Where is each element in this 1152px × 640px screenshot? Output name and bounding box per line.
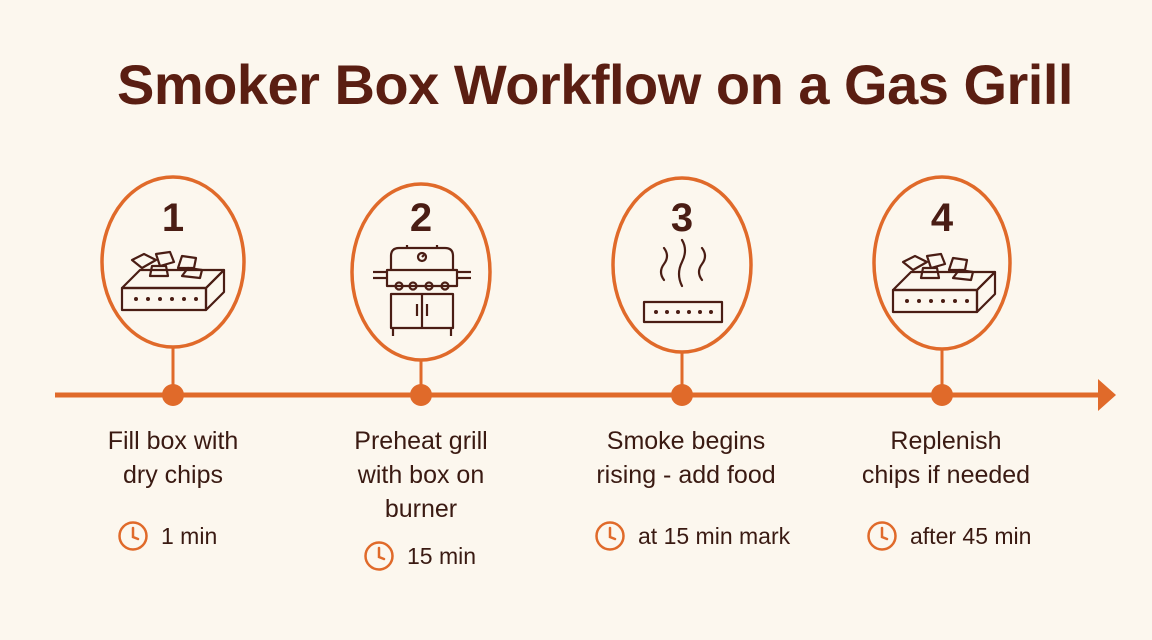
- timeline-dot-1: [162, 384, 184, 406]
- timeline-dot-2: [410, 384, 432, 406]
- step-time-2: 15 min: [363, 538, 476, 574]
- step-label-line: rising - add food: [596, 461, 776, 489]
- step-time-1: 1 min: [117, 518, 217, 554]
- step-label-line: Smoke begins: [606, 427, 766, 455]
- step-label-3: Smoke begins rising - add food: [566, 424, 806, 492]
- step-label-line: Fill box with: [107, 427, 239, 455]
- step-oval-2: [350, 182, 492, 362]
- step-time-text: after 45 min: [910, 522, 1032, 549]
- step-label-line: with box on: [357, 461, 485, 489]
- step-time-text: 1 min: [161, 522, 218, 549]
- clock-icon: [867, 521, 897, 551]
- step-time-text: 15 min: [407, 542, 477, 569]
- timeline-arrowhead: [1098, 379, 1116, 411]
- step-label-line: Preheat grill: [354, 427, 488, 455]
- step-label-line: dry chips: [122, 461, 224, 489]
- step-number-1: 1: [161, 196, 185, 240]
- step-time-3: at 15 min mark: [594, 518, 790, 554]
- step-label-line: burner: [384, 495, 458, 523]
- step-time-4: after 45 min: [866, 518, 1031, 554]
- step-number-3: 3: [670, 196, 694, 240]
- step-label-line: chips if needed: [861, 461, 1031, 489]
- step-label-1: Fill box with dry chips: [63, 424, 283, 492]
- step-number-4: 4: [930, 196, 954, 240]
- step-label-line: Replenish: [890, 427, 1002, 455]
- step-time-text: at 15 min mark: [638, 522, 791, 549]
- gas-grill-icon: [373, 245, 471, 336]
- clock-icon: [364, 541, 394, 571]
- step-oval-3: [611, 176, 753, 354]
- smoking-box-icon: [642, 238, 724, 324]
- clock-icon: [118, 521, 148, 551]
- smoker-box-icon: [891, 252, 997, 314]
- step-label-2: Preheat grill with box on burner: [311, 424, 531, 526]
- timeline-dot-3: [671, 384, 693, 406]
- step-number-2: 2: [409, 196, 433, 240]
- timeline-dot-4: [931, 384, 953, 406]
- page-title: Smoker Box Workflow on a Gas Grill: [117, 53, 1073, 116]
- smoker-box-icon: [120, 250, 226, 312]
- step-label-4: Replenish chips if needed: [836, 424, 1056, 492]
- clock-icon: [595, 521, 625, 551]
